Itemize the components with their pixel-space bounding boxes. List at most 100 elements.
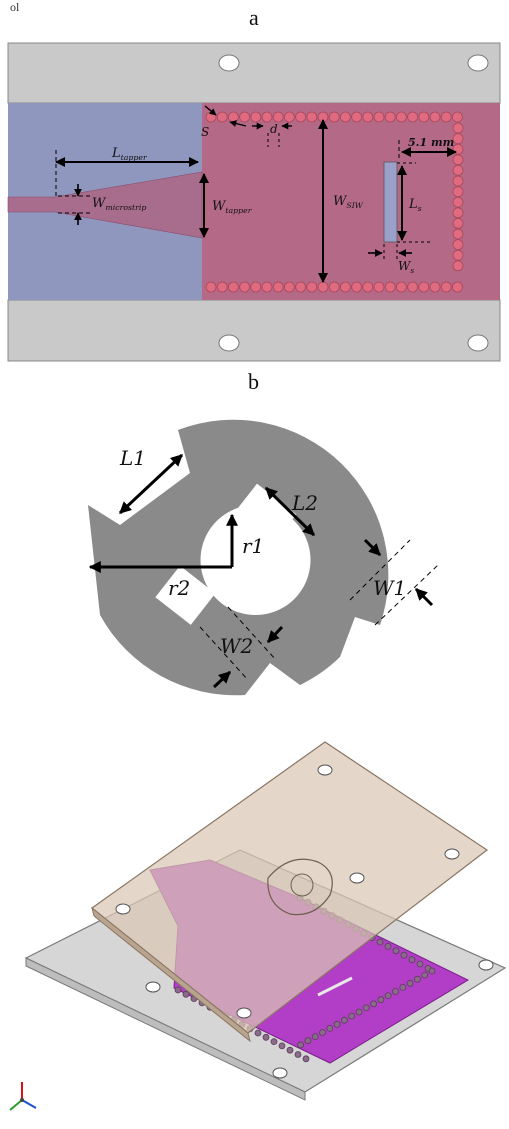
via-hole xyxy=(452,133,464,145)
via-hole xyxy=(384,281,396,293)
hole-icon xyxy=(115,903,131,915)
label-s: S xyxy=(201,125,209,139)
via-hole xyxy=(254,1029,262,1037)
hole-icon xyxy=(272,1067,288,1079)
via-hole xyxy=(452,154,464,166)
slot xyxy=(383,161,398,243)
via-hole xyxy=(326,1024,334,1032)
via-hole xyxy=(340,1016,348,1024)
via-hole xyxy=(250,111,262,123)
via-hole xyxy=(333,1020,341,1028)
via-hole xyxy=(452,164,464,176)
label-r1: r1 xyxy=(242,534,264,558)
via-hole xyxy=(418,111,430,123)
via-hole xyxy=(376,938,384,946)
corner-mark: ol xyxy=(10,0,20,14)
via-hole xyxy=(262,1033,270,1041)
via-hole xyxy=(283,111,295,123)
via-hole xyxy=(416,960,424,968)
siw-region xyxy=(202,103,500,300)
via-hole xyxy=(440,281,452,293)
label-W1: W1 xyxy=(373,576,406,600)
label-l-tapper: Ltapper xyxy=(111,146,148,162)
panel-b-letter: b xyxy=(248,369,259,394)
via-hole xyxy=(407,281,419,293)
panel-3d-view xyxy=(9,741,507,1111)
via-hole xyxy=(452,217,464,229)
via-hole xyxy=(351,111,363,123)
via-hole xyxy=(395,111,407,123)
via-hole xyxy=(418,281,430,293)
via-hole xyxy=(452,122,464,134)
via-hole xyxy=(421,971,429,979)
via-hole xyxy=(351,281,363,293)
via-hole xyxy=(384,942,392,950)
via-hole xyxy=(384,111,396,123)
via-hole xyxy=(261,281,273,293)
via-hole xyxy=(452,186,464,198)
via-row-bottom xyxy=(205,281,463,293)
via-hole xyxy=(392,947,400,955)
via-hole xyxy=(261,111,273,123)
via-hole xyxy=(319,1029,326,1036)
via-hole xyxy=(413,975,421,983)
via-hole xyxy=(272,281,284,293)
hole-icon xyxy=(317,764,333,776)
label-d: d xyxy=(270,122,278,136)
via-hole xyxy=(452,175,464,187)
via-hole xyxy=(328,111,340,123)
via-hole xyxy=(328,281,340,293)
hole-icon xyxy=(236,1007,252,1019)
via-hole xyxy=(392,988,399,995)
via-hole xyxy=(311,1033,319,1041)
via-hole xyxy=(295,281,307,293)
bottom-plate-edge xyxy=(25,957,306,1101)
via-hole xyxy=(250,281,262,293)
via-hole xyxy=(355,1008,363,1016)
via-hole xyxy=(339,111,351,123)
slot-3d xyxy=(317,976,353,997)
hole-icon xyxy=(467,334,489,352)
frame-bottom xyxy=(7,299,501,362)
via-hole xyxy=(317,281,329,293)
via-hole xyxy=(452,260,464,272)
via-hole xyxy=(428,967,436,975)
via-hole xyxy=(452,196,464,208)
via-hole xyxy=(452,207,464,219)
via-hole xyxy=(429,281,441,293)
via-hole xyxy=(408,956,416,964)
panel-a-diagram: Ltapper Wmicrostrip Wtapper S d WSIW xyxy=(7,42,501,362)
via-hole xyxy=(370,1000,378,1008)
via-hole xyxy=(348,1012,356,1020)
via-hole xyxy=(306,281,318,293)
via-hole xyxy=(270,1038,278,1046)
via-hole xyxy=(297,1041,305,1049)
via-hole xyxy=(451,111,463,123)
via-hole xyxy=(400,951,408,959)
via-hole xyxy=(406,979,414,987)
via-hole xyxy=(377,996,385,1004)
inner-notch-bottom xyxy=(155,565,216,625)
via-hole xyxy=(205,281,217,293)
via-hole xyxy=(362,111,374,123)
frame-top xyxy=(7,42,501,104)
panel-b-diagram: L1 L2 r1 r2 W1 W2 xyxy=(88,419,439,696)
via-hole xyxy=(295,111,307,123)
via-hole xyxy=(399,983,407,991)
via-hole xyxy=(429,111,441,123)
label-w-microstrip: Wmicrostrip xyxy=(92,196,146,212)
panel-a-letter: a xyxy=(249,5,259,30)
label-w-siw: WSIW xyxy=(333,194,364,210)
via-hole xyxy=(182,990,190,998)
via-hole xyxy=(227,281,239,293)
hole-icon xyxy=(218,54,240,72)
hole-icon xyxy=(478,959,494,971)
via-hole xyxy=(339,281,351,293)
top-plate-edge xyxy=(91,906,251,1043)
via-hole xyxy=(227,111,239,123)
via-hole xyxy=(440,111,452,123)
via-hole xyxy=(216,281,228,293)
via-hole xyxy=(306,111,318,123)
via-hole xyxy=(294,1051,302,1058)
hole-icon xyxy=(444,848,460,860)
